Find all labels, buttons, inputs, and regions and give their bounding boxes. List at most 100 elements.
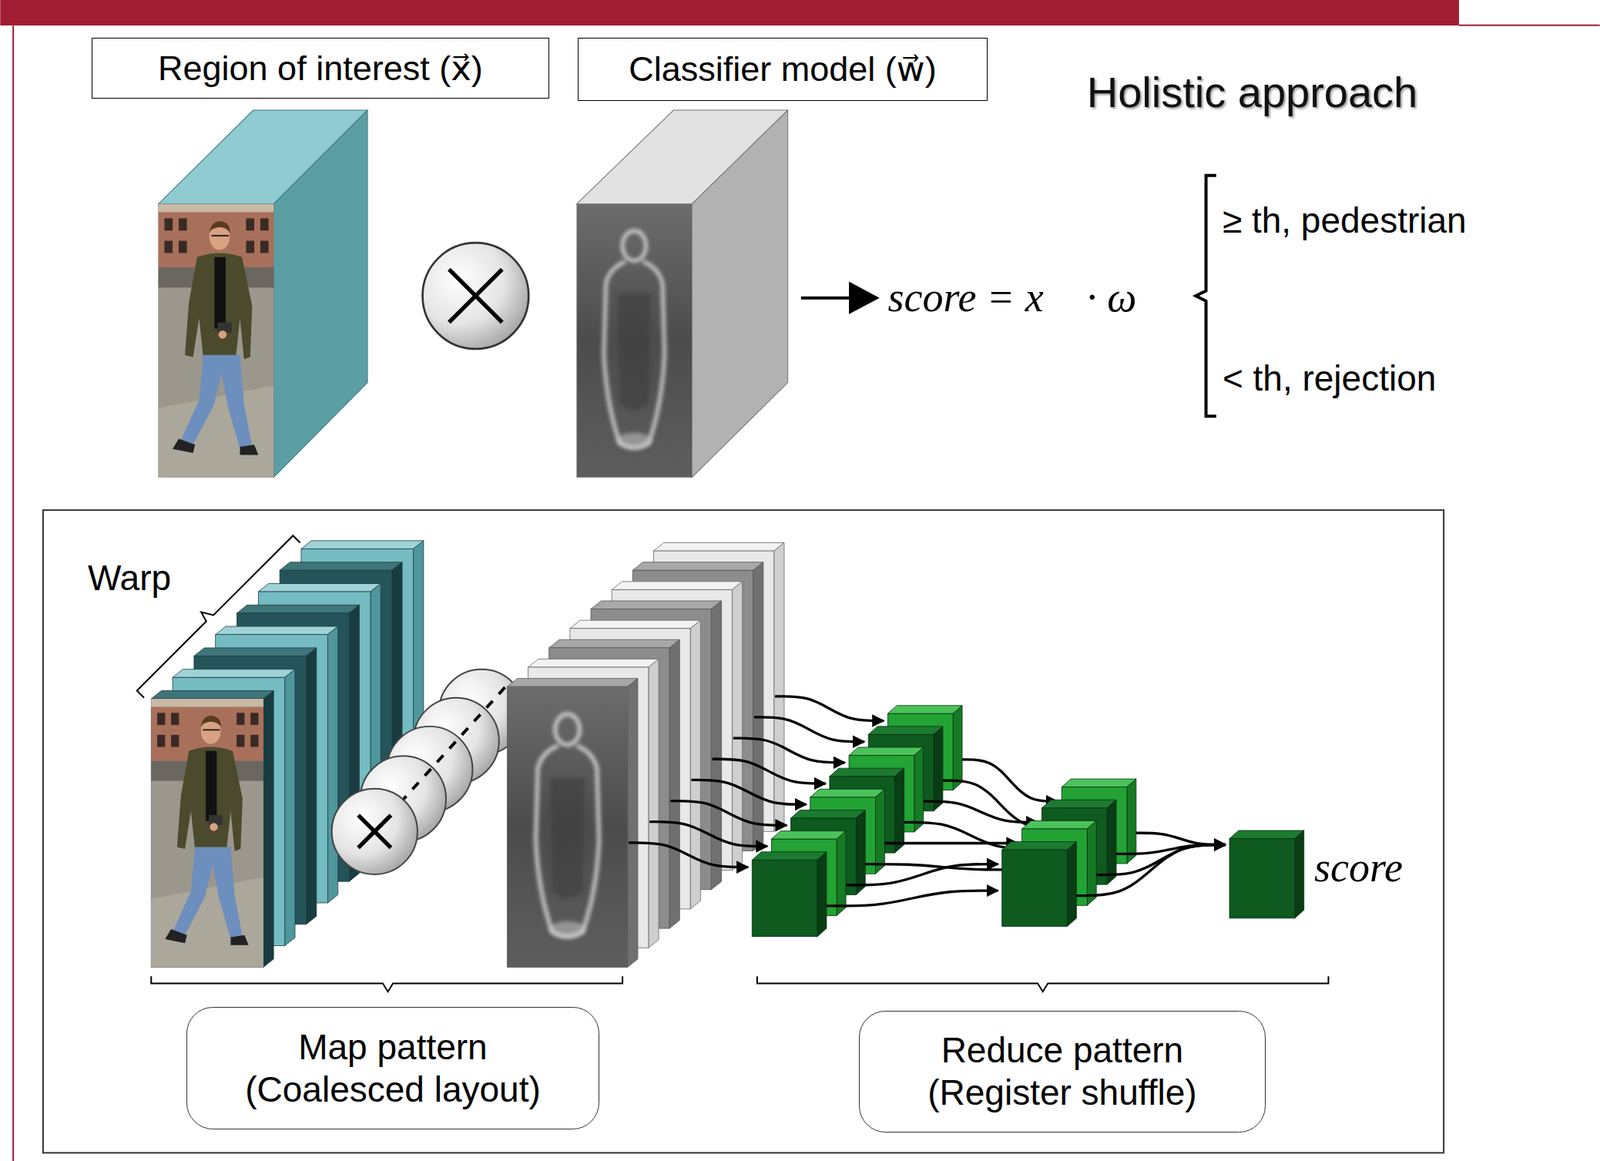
pattern-box: Reduce pattern(Register shuffle) xyxy=(858,1010,1265,1133)
multiply-symbols xyxy=(332,669,525,875)
reduce-arrows xyxy=(1096,844,1226,875)
warp-roi-stack xyxy=(327,626,338,903)
partial-sum-cubes xyxy=(791,809,866,819)
partial-sum-cubes xyxy=(1041,799,1117,809)
model-block xyxy=(576,204,692,478)
reduce-arrows xyxy=(923,801,1038,822)
warp-roi-stack xyxy=(150,698,264,967)
score-cube xyxy=(1294,830,1305,919)
model-block xyxy=(691,110,788,478)
partial-sum-cubes xyxy=(868,726,943,735)
partial-sum-cubes xyxy=(751,705,963,937)
partial-sum-cubes xyxy=(1002,841,1077,851)
model-stack xyxy=(506,686,628,967)
score-cube xyxy=(1229,830,1305,839)
partial-sum-cubes xyxy=(1002,778,1137,926)
model-stack xyxy=(753,562,764,852)
input-label-box: Region of interest (x⃗) xyxy=(91,37,549,99)
box-text: Classifier model (w⃗) xyxy=(628,48,936,91)
partial-sum-cubes xyxy=(895,768,905,853)
map-arrows xyxy=(712,758,826,784)
score-arrow xyxy=(801,296,854,300)
partial-sum-cubes xyxy=(751,851,827,861)
pattern-box: Map pattern(Coalesced layout) xyxy=(186,1006,600,1130)
partial-sum-cubes xyxy=(1106,799,1117,885)
multiply-symbols xyxy=(358,815,391,848)
partial-sum-cubes xyxy=(952,705,963,791)
input-label-box: Classifier model (w⃗) xyxy=(577,37,988,101)
reduce-arrows xyxy=(1076,832,1225,896)
warp-roi-stack xyxy=(285,669,296,946)
multiply-symbols xyxy=(358,815,391,848)
warp-label: Warp xyxy=(87,556,172,600)
partial-sum-cubes xyxy=(771,831,846,840)
detail-panel xyxy=(43,509,1444,1153)
roi-block xyxy=(158,204,275,478)
warp-roi-stack xyxy=(150,690,274,700)
model-stack xyxy=(731,581,742,871)
reduce-arrows xyxy=(845,864,998,886)
partial-sum-cubes xyxy=(836,831,846,916)
warp-roi-stack xyxy=(150,698,264,967)
warp-roi-stack xyxy=(150,540,424,968)
threshold-label: ≥ th, pedestrian xyxy=(1222,199,1467,242)
box-text: (Register shuffle) xyxy=(927,1071,1197,1114)
header-bar xyxy=(1459,24,1600,27)
partial-sum-cubes xyxy=(817,851,827,937)
score-cube xyxy=(1229,838,1295,919)
roi-block xyxy=(273,110,368,478)
partial-sum-cubes xyxy=(1127,778,1137,864)
model-stack xyxy=(590,600,722,610)
model-stack xyxy=(549,639,681,648)
model-stack xyxy=(627,678,638,968)
partial-sum-cubes xyxy=(1022,820,1097,829)
warp-roi-stack xyxy=(306,647,317,925)
roi-block xyxy=(158,110,368,478)
partial-sum-cubes xyxy=(933,726,943,812)
model-stack xyxy=(528,658,660,668)
score-label: score xyxy=(1314,842,1403,893)
warp-roi-stack xyxy=(237,604,360,614)
reduce-arrows xyxy=(884,841,1018,845)
partial-sum-cubes xyxy=(751,859,818,936)
partial-sum-cubes xyxy=(1086,820,1097,906)
map-arrows xyxy=(670,801,787,826)
partial-sum-cubes xyxy=(810,788,886,798)
model-stack xyxy=(506,543,785,968)
warp-roi-stack xyxy=(279,562,403,571)
model-stack xyxy=(648,658,659,948)
reduce-arrows xyxy=(826,890,998,906)
box-text: Map pattern xyxy=(298,1026,487,1069)
map-arrows xyxy=(733,737,846,763)
multiply-symbol xyxy=(449,269,503,323)
map-arrows xyxy=(690,779,806,805)
model-stack xyxy=(653,543,785,552)
partial-sum-cubes xyxy=(1066,841,1077,927)
map-arrows xyxy=(754,717,865,742)
warp-roi-stack xyxy=(172,669,296,678)
multiply-symbols xyxy=(399,681,510,804)
reduce-arrows xyxy=(1136,832,1226,845)
map-arrows xyxy=(628,842,749,868)
multiply-symbol xyxy=(422,242,530,349)
reduce-arrows xyxy=(962,759,1058,802)
reduce-arrows xyxy=(1076,844,1225,896)
pattern-brace xyxy=(150,976,1329,992)
multiply-symbols xyxy=(332,788,418,875)
partial-sum-cubes xyxy=(1002,849,1068,926)
partial-sum-cubes xyxy=(875,788,885,874)
header-bar xyxy=(0,0,1460,26)
partial-sum-cubes xyxy=(1061,778,1137,788)
threshold-bracket xyxy=(1195,175,1216,417)
partial-sum-cubes xyxy=(829,768,905,777)
reduce-arrows xyxy=(1116,844,1226,854)
box-text: Region of interest (x⃗) xyxy=(157,47,484,90)
model-stack xyxy=(690,620,701,910)
warp-roi-stack xyxy=(194,647,317,657)
model-stack xyxy=(506,686,628,967)
warp-roi-stack xyxy=(258,583,381,592)
score-cube xyxy=(1229,830,1305,919)
